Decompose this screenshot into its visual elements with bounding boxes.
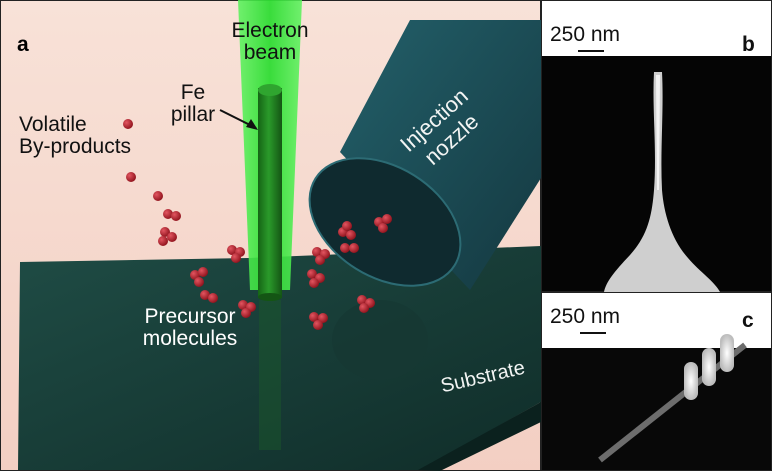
volatile-byproducts-label: Volatile By-products — [19, 113, 132, 159]
panel-a-letter: a — [17, 33, 29, 56]
panel-b-scale-label: 250 nm — [550, 23, 621, 46]
precursor-line-1: Precursor — [144, 305, 236, 328]
precursor-molecules — [123, 119, 392, 330]
electron-beam-label: Electron beam — [210, 19, 330, 65]
electron-beam-line-2: beam — [243, 41, 297, 65]
panel-b-scale-bar — [578, 50, 604, 52]
panel-c-scale-label: 250 nm — [550, 305, 621, 328]
panel-b-label-strip — [541, 0, 772, 56]
panel-c-letter: c — [742, 309, 754, 332]
precursor-molecules-label: Precursor molecules — [100, 305, 280, 351]
panel-c-scale-bar — [580, 332, 606, 334]
volatile-line-2: By-products — [19, 135, 132, 159]
fe-pillar-line-1: Fe — [180, 81, 206, 104]
sem-pillar-b — [604, 72, 720, 292]
volatile-line-1: Volatile — [19, 113, 87, 136]
pillar-reflection — [259, 300, 281, 450]
fe-pillar-line-2: pillar — [170, 103, 216, 127]
precursor-line-2: molecules — [142, 327, 238, 351]
substrate-edge — [418, 402, 541, 471]
substrate-slab — [18, 246, 541, 470]
injection-nozzle — [340, 20, 541, 290]
electron-beam-line-1: Electron — [231, 19, 309, 42]
fe-pillar-label: Fe pillar — [158, 81, 228, 127]
sem-pillars-c — [684, 334, 734, 400]
panel-b-letter: b — [742, 33, 755, 56]
fe-pillar — [258, 88, 282, 298]
nozzle-reflection — [332, 300, 428, 380]
fe-pillar-top — [258, 84, 282, 96]
